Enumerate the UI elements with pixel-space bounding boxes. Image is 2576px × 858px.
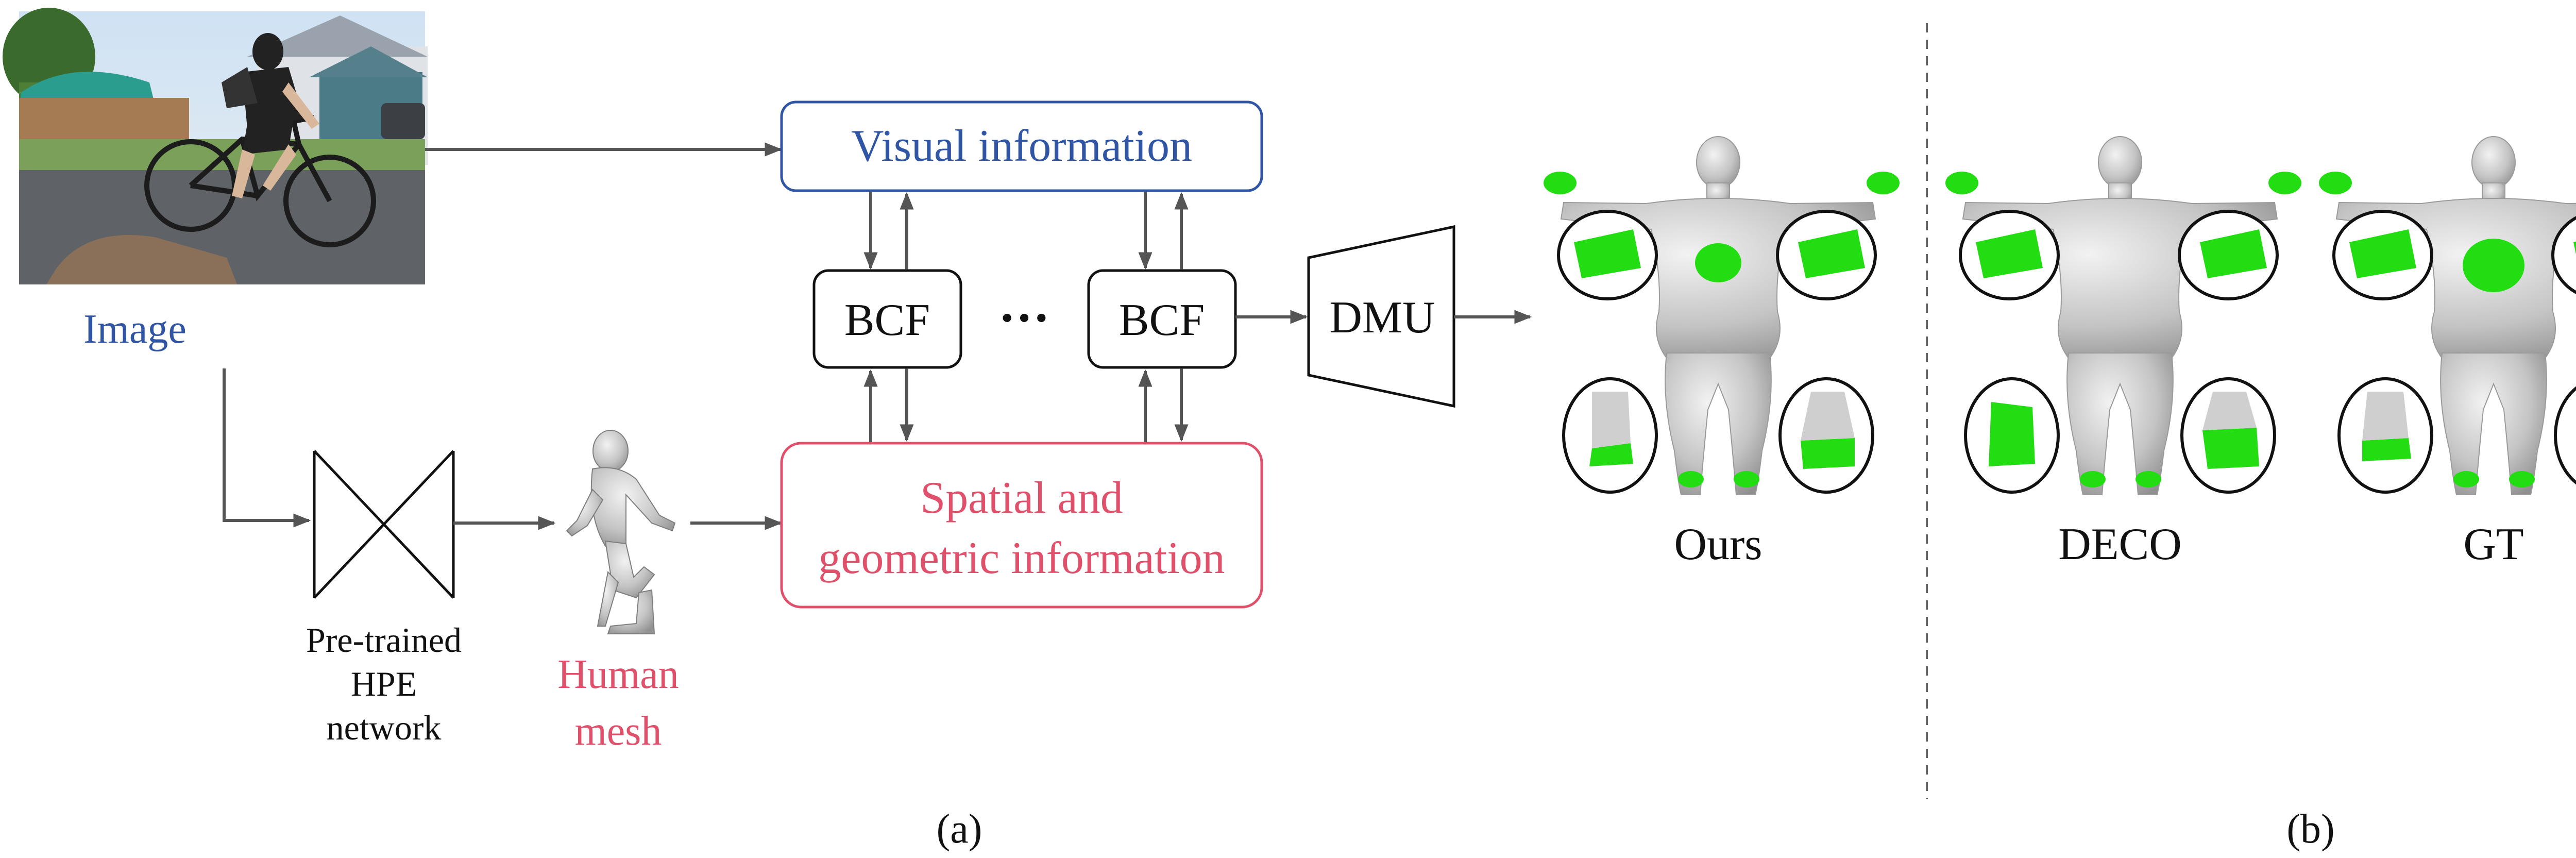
bcf-block-2	[1087, 269, 1237, 369]
spatial-information-label-line1: Spatial and	[920, 473, 1123, 523]
hpe-label-line2: HPE	[351, 664, 417, 703]
visual-information-box	[780, 100, 1263, 192]
input-photo	[3, 8, 428, 284]
label-deco: DECO	[2058, 519, 2182, 569]
arrow-image-to-hpe	[223, 368, 311, 528]
hpe-network-block	[313, 450, 455, 599]
bcf-block-1	[812, 269, 962, 369]
bcf-spatial-arrows	[863, 368, 1189, 442]
ellipsis: ···	[998, 289, 1050, 346]
body-ours	[1544, 136, 1900, 495]
bcf-block-1-label: BCF	[844, 295, 930, 345]
label-gt: GT	[2463, 519, 2523, 569]
hpe-label-line1: Pre-trained	[306, 620, 462, 660]
visual-information-label: Visual information	[851, 121, 1192, 171]
spatial-information-box	[780, 442, 1263, 609]
human-mesh	[566, 430, 676, 634]
bcf-visual-arrows	[863, 192, 1189, 270]
mesh-label-line2: mesh	[575, 709, 662, 754]
image-label: Image	[83, 307, 187, 352]
dmu-block	[1307, 225, 1455, 408]
hpe-label-line3: network	[327, 708, 442, 747]
caption-a: (a)	[937, 806, 982, 852]
mesh-label-line1: Human	[557, 652, 679, 697]
body-deco	[1945, 136, 2301, 495]
spatial-information-label-line2: geometric information	[818, 533, 1225, 583]
bcf-block-2-label: BCF	[1119, 295, 1205, 345]
dmu-label: DMU	[1329, 293, 1435, 343]
caption-b: (b)	[2286, 806, 2334, 852]
body-gt	[2319, 136, 2576, 495]
label-ours: Ours	[1674, 519, 1762, 569]
